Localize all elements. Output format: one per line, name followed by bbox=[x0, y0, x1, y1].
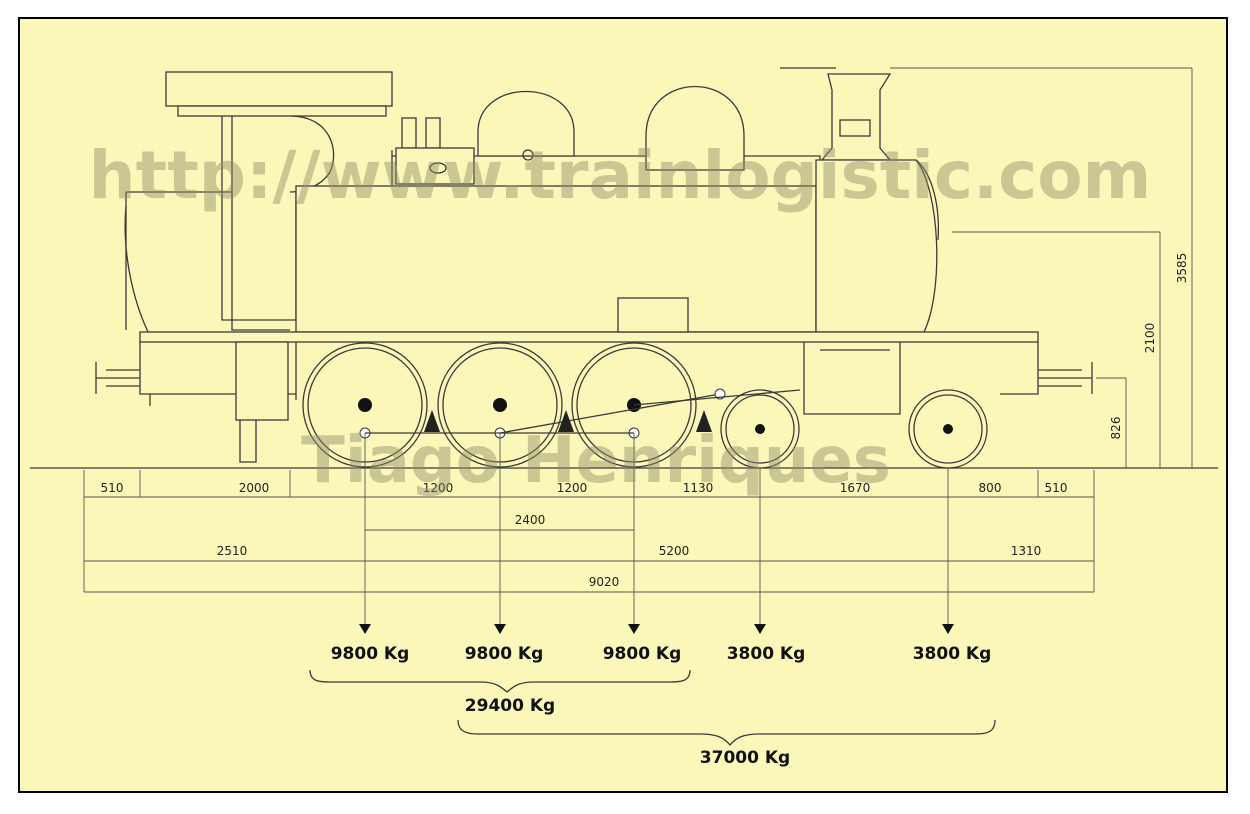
dim-label: 510 bbox=[101, 481, 124, 495]
axle-load: 9800 Kg bbox=[331, 644, 410, 664]
front-buffer bbox=[1038, 362, 1093, 394]
bogie-wheel bbox=[720, 389, 800, 469]
sand-dome bbox=[477, 91, 575, 157]
axle-load: 9800 Kg bbox=[465, 644, 544, 664]
coupled-load-total: 29400 Kg bbox=[465, 696, 555, 716]
running-board bbox=[139, 331, 1039, 343]
axle-load-labels: 9800 Kg 9800 Kg 9800 Kg 3800 Kg 3800 Kg bbox=[331, 644, 992, 664]
dim-label: 2510 bbox=[217, 544, 248, 558]
rear-buffer bbox=[95, 362, 140, 394]
smokebox bbox=[815, 159, 938, 333]
total-load-brace bbox=[457, 719, 996, 746]
dim-label: 1200 bbox=[557, 481, 588, 495]
locomotive-body bbox=[30, 67, 1218, 469]
dim-label: 2100 bbox=[1143, 323, 1157, 354]
cab-step bbox=[235, 341, 289, 421]
brake-shoe bbox=[424, 410, 440, 432]
dim-label: 1310 bbox=[1011, 544, 1042, 558]
cab-rear-curve bbox=[124, 205, 151, 337]
dim-label: 9020 bbox=[589, 575, 620, 589]
dim-label: 2000 bbox=[239, 481, 270, 495]
total-weight: 37000 Kg bbox=[700, 748, 790, 768]
url-watermark: http://www.trainlogistic.com bbox=[89, 137, 1152, 214]
author-watermark: Tiago Henriques bbox=[301, 424, 891, 498]
dim-label: 510 bbox=[1045, 481, 1068, 495]
bogie-wheel bbox=[908, 389, 988, 469]
dim-label: 1130 bbox=[683, 481, 714, 495]
axle-load: 3800 Kg bbox=[913, 644, 992, 664]
brake-shoe bbox=[558, 410, 574, 432]
tank-box bbox=[617, 297, 689, 333]
axle-load: 3800 Kg bbox=[727, 644, 806, 664]
dim-label: 800 bbox=[979, 481, 1002, 495]
dimension-labels: 510 2000 1200 1200 1130 1670 800 510 240… bbox=[101, 253, 1189, 589]
dim-label: 3585 bbox=[1175, 253, 1189, 284]
axle-load-arrows bbox=[359, 433, 954, 634]
dim-label: 1200 bbox=[423, 481, 454, 495]
cylinder-block bbox=[803, 342, 901, 415]
dim-label: 1670 bbox=[840, 481, 871, 495]
dim-label: 5200 bbox=[659, 544, 690, 558]
valve-base bbox=[395, 147, 475, 185]
coupled-load-brace bbox=[309, 669, 691, 693]
cab-roof-lip bbox=[177, 105, 387, 117]
axle-load: 9800 Kg bbox=[603, 644, 682, 664]
dimension-lines bbox=[83, 67, 1193, 593]
cab-roof bbox=[165, 71, 393, 107]
brake-shoe bbox=[696, 410, 712, 432]
steam-dome bbox=[645, 85, 745, 171]
dim-label: 2400 bbox=[515, 513, 546, 527]
dim-label: 826 bbox=[1109, 417, 1123, 440]
